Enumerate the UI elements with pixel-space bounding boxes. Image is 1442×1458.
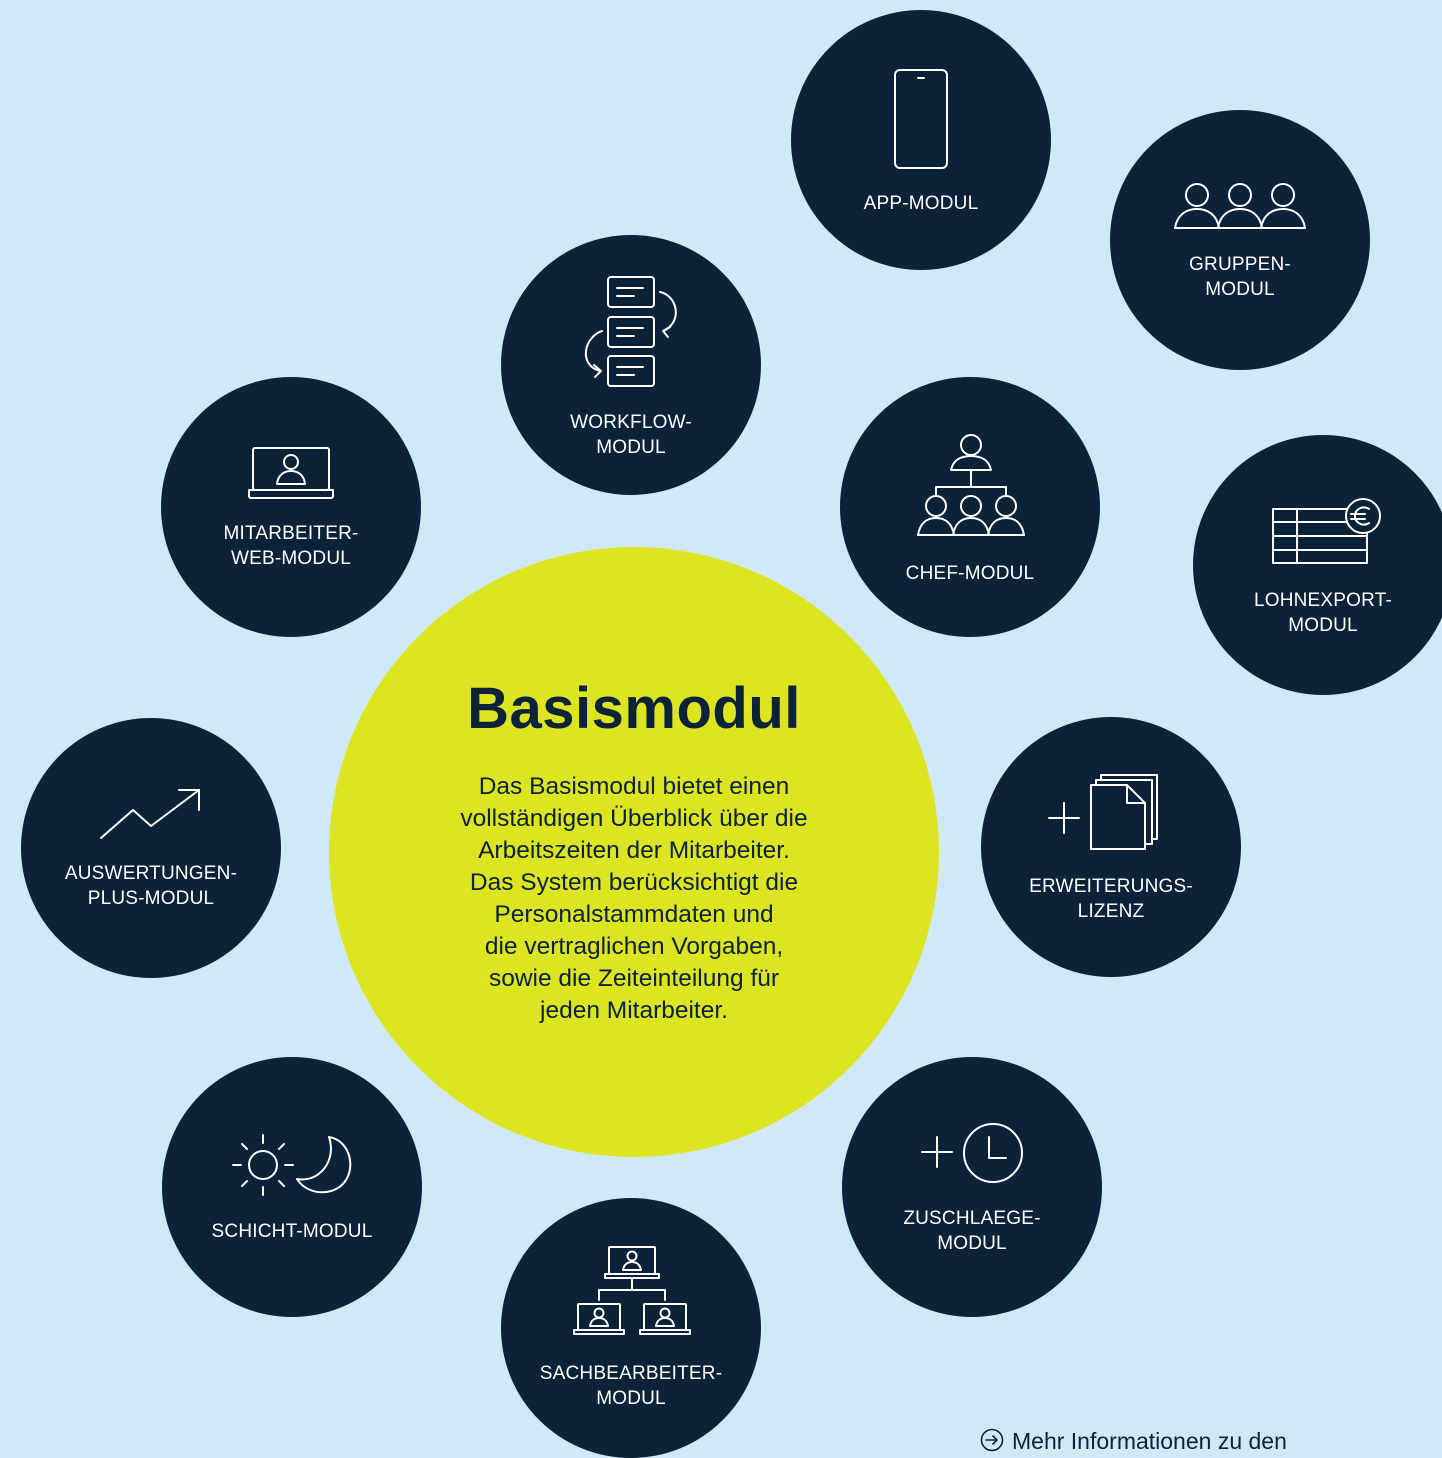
module-erweiterungslizenz[interactable]: ERWEITERUNGS- LIZENZ	[981, 717, 1241, 977]
table-euro-icon	[1272, 498, 1381, 564]
module-workflow[interactable]: WORKFLOW- MODUL	[501, 235, 761, 495]
org-chart-icon	[917, 434, 1025, 536]
basismodul-title: Basismodul	[467, 676, 801, 741]
module-label: ERWEITERUNGS- LIZENZ	[1029, 876, 1193, 922]
more-info-link[interactable]: Mehr Informationen zu den	[980, 1428, 1287, 1455]
module-label: ZUSCHLAEGE- MODUL	[903, 1208, 1041, 1254]
module-label: LOHNEXPORT- MODUL	[1253, 590, 1393, 636]
module-label: SCHICHT-MODUL	[211, 1221, 373, 1242]
laptop-user-icon	[248, 447, 334, 499]
module-label: GRUPPEN- MODUL	[1189, 254, 1291, 300]
smartphone-icon	[894, 69, 948, 169]
module-sachbearbeiter[interactable]: SACHBEARBEITER- MODUL	[501, 1198, 761, 1458]
module-label: AUSWERTUNGEN- PLUS-MODUL	[64, 863, 238, 909]
module-zuschlaege[interactable]: ZUSCHLAEGE- MODUL	[842, 1057, 1102, 1317]
module-label: APP-MODUL	[863, 193, 979, 214]
module-label: MITARBEITER- WEB-MODUL	[223, 523, 359, 569]
basismodul-circle[interactable]: Basismodul Das Basismodul bietet einen v…	[329, 547, 939, 1157]
module-mitarbeiter-web[interactable]: MITARBEITER- WEB-MODUL	[161, 377, 421, 637]
module-label: CHEF-MODUL	[905, 563, 1035, 584]
module-lohnexport[interactable]: LOHNEXPORT- MODUL	[1193, 435, 1442, 695]
module-chef[interactable]: CHEF-MODUL	[840, 377, 1100, 637]
add-clock-icon	[921, 1123, 1023, 1183]
group-icon	[1174, 183, 1306, 229]
module-gruppen[interactable]: GRUPPEN- MODUL	[1110, 110, 1370, 370]
more-info-label: Mehr Informationen zu den	[1012, 1428, 1287, 1454]
add-documents-icon	[1048, 774, 1158, 850]
module-schicht[interactable]: SCHICHT-MODUL	[162, 1057, 422, 1317]
trend-up-icon	[100, 789, 200, 839]
workflow-icon	[584, 276, 677, 387]
module-label: WORKFLOW- MODUL	[570, 412, 692, 458]
module-app[interactable]: APP-MODUL	[791, 10, 1051, 270]
arrow-circle-right-icon	[980, 1428, 1004, 1452]
laptop-hierarchy-icon	[573, 1246, 691, 1335]
sun-moon-icon	[232, 1134, 352, 1196]
module-auswertungen-plus[interactable]: AUSWERTUNGEN- PLUS-MODUL	[21, 718, 281, 978]
basismodul-description: Das Basismodul bietet einen vollständige…	[460, 773, 808, 1024]
module-label: SACHBEARBEITER- MODUL	[539, 1363, 723, 1409]
